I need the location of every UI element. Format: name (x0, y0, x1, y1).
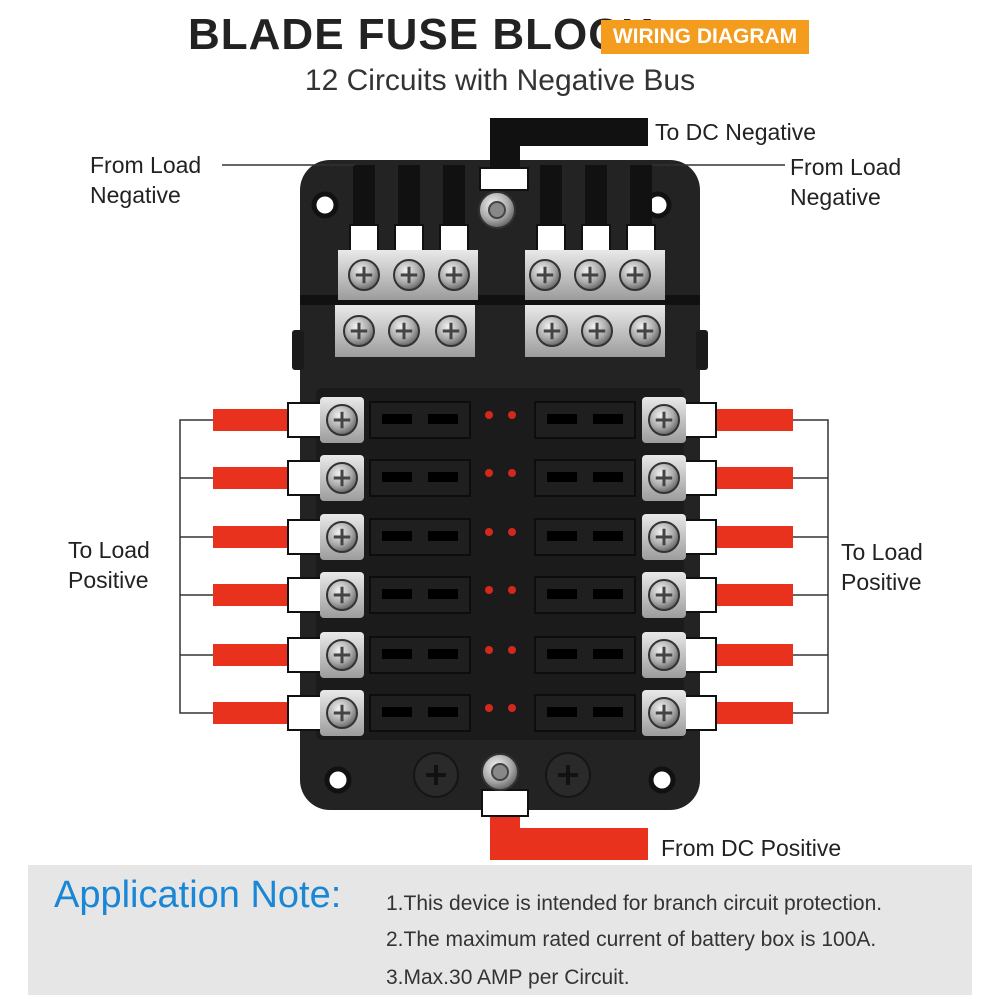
led (508, 586, 516, 594)
led (508, 411, 516, 419)
fuse-slot (534, 401, 636, 439)
fuse-slot (369, 576, 471, 614)
negative-load-wires (353, 165, 652, 230)
fuse-slot (534, 576, 636, 614)
label-line: Positive (68, 567, 149, 593)
label-line: To Load (68, 537, 150, 563)
positive-wire-left (213, 455, 364, 501)
screw (581, 315, 613, 347)
fuse-slot (369, 694, 471, 732)
screw (348, 259, 380, 291)
led (485, 586, 493, 594)
application-note-panel (28, 865, 972, 995)
positive-wire-right (642, 514, 793, 560)
positive-stud (481, 753, 519, 791)
fuse-slot (369, 518, 471, 556)
bus-screws (343, 259, 661, 347)
screw (648, 639, 680, 671)
screw (574, 259, 606, 291)
from-dc-positive-label: From DC Positive (661, 835, 842, 861)
application-note-title: Application Note: (54, 874, 342, 916)
note-line-1: 1.This device is intended for branch cir… (386, 892, 883, 915)
positive-wire-right (642, 397, 793, 443)
label-line: From Load (790, 154, 902, 180)
to-dc-negative-label: To DC Negative (655, 119, 817, 145)
screw (648, 697, 680, 729)
positive-wire-right (642, 690, 793, 736)
positive-wire-left (213, 514, 364, 560)
screw (326, 404, 358, 436)
led (508, 469, 516, 477)
label-line: Negative (790, 184, 881, 210)
screw (326, 697, 358, 729)
from-load-negative-left-label: From Load Negative (90, 150, 201, 210)
positive-wire-right (642, 632, 793, 678)
screw (536, 315, 568, 347)
screw (393, 259, 425, 291)
from-load-negative-right-label: From Load Negative (790, 152, 901, 212)
screw (438, 259, 470, 291)
positive-wire-left (213, 572, 364, 618)
negative-stud (478, 191, 516, 229)
page-subtitle: 12 Circuits with Negative Bus (304, 64, 696, 97)
screw (388, 315, 420, 347)
wiring-diagram-badge: WIRING DIAGRAM (601, 20, 809, 54)
led (508, 528, 516, 536)
screw (435, 315, 467, 347)
label-line: From Load (90, 152, 202, 178)
fuse-slot (369, 459, 471, 497)
to-load-positive-right-label: To Load Positive (841, 537, 923, 597)
screw (343, 315, 375, 347)
screw (326, 639, 358, 671)
fuse-slot (534, 518, 636, 556)
to-load-positive-left-label: To Load Positive (68, 535, 150, 595)
screw (326, 462, 358, 494)
positive-wire-left (213, 397, 364, 443)
led (485, 528, 493, 536)
screw (648, 404, 680, 436)
screw (326, 579, 358, 611)
screw (629, 315, 661, 347)
dc-negative-wire (479, 118, 648, 191)
fuse-slot (369, 401, 471, 439)
screw (529, 259, 561, 291)
dc-positive-wire (481, 789, 648, 860)
note-line-2: 2.The maximum rated current of battery b… (386, 928, 877, 951)
led (508, 704, 516, 712)
status-leds (485, 411, 516, 712)
fuse-slot (534, 694, 636, 732)
fuse-slot (369, 636, 471, 674)
screw (648, 521, 680, 553)
positive-wire-left (213, 690, 364, 736)
fuse-slot (534, 636, 636, 674)
page-title: BLADE FUSE BLOCK (188, 10, 654, 59)
load-positive-brackets (179, 419, 829, 714)
positive-load-wires (213, 397, 793, 736)
positive-wire-right (642, 455, 793, 501)
plus-marks (413, 752, 591, 798)
label-line: Positive (841, 569, 922, 595)
fuse-slots (369, 401, 636, 732)
label-line: Negative (90, 182, 181, 208)
led (485, 646, 493, 654)
led (485, 704, 493, 712)
screw (648, 579, 680, 611)
screw (648, 462, 680, 494)
led (508, 646, 516, 654)
label-line: To Load (841, 539, 923, 565)
fuse-slot (534, 459, 636, 497)
screw (326, 521, 358, 553)
led (485, 469, 493, 477)
led (485, 411, 493, 419)
fuse-block-diagram (179, 118, 829, 860)
positive-wire-left (213, 632, 364, 678)
mounting-holes (311, 191, 676, 794)
positive-wire-right (642, 572, 793, 618)
note-line-3: 3.Max.30 AMP per Circuit. (386, 966, 630, 989)
screw (619, 259, 651, 291)
